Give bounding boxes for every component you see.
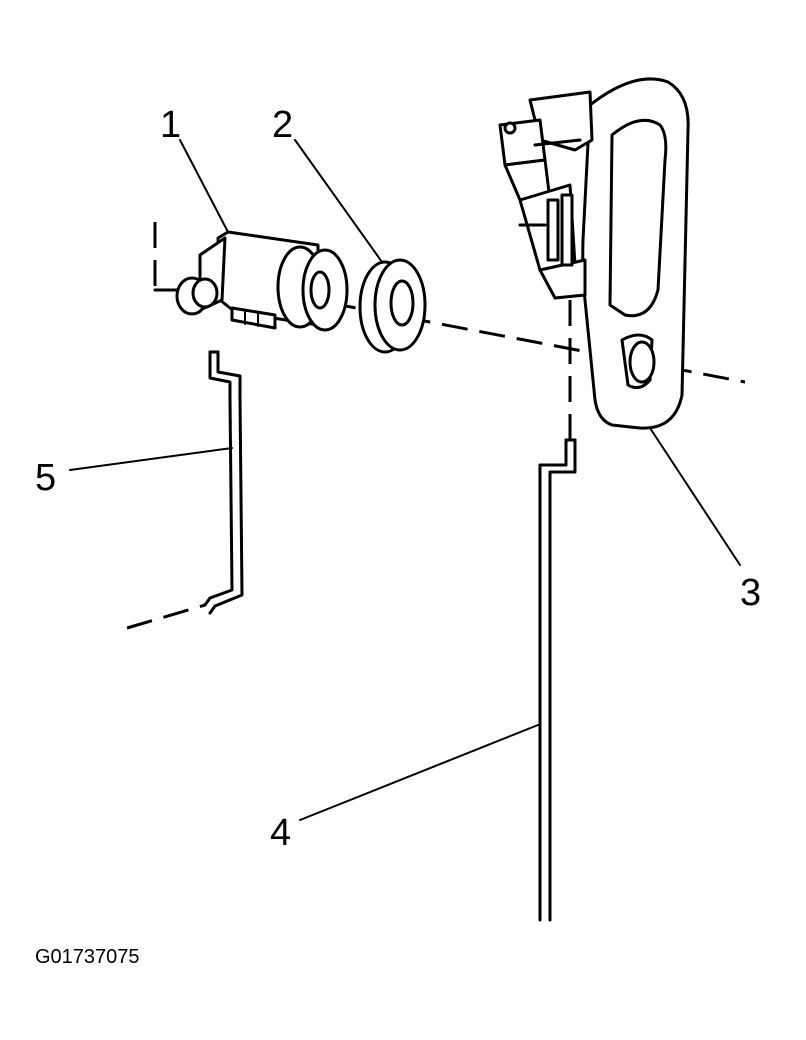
figure-code: G01737075 [35,946,140,968]
leader-lines [69,139,741,821]
callout-5: 5 [35,457,56,499]
lock-cylinder-part [175,230,349,332]
lock-rod-4-part [538,438,577,922]
callout-3: 3 [740,572,761,614]
door-handle-part [498,77,690,430]
callout-4: 4 [270,812,291,854]
callout-1: 1 [160,104,181,146]
callout-2: 2 [272,104,293,146]
lock-rod-5-part [203,350,244,615]
gasket-ring-part [358,258,427,354]
